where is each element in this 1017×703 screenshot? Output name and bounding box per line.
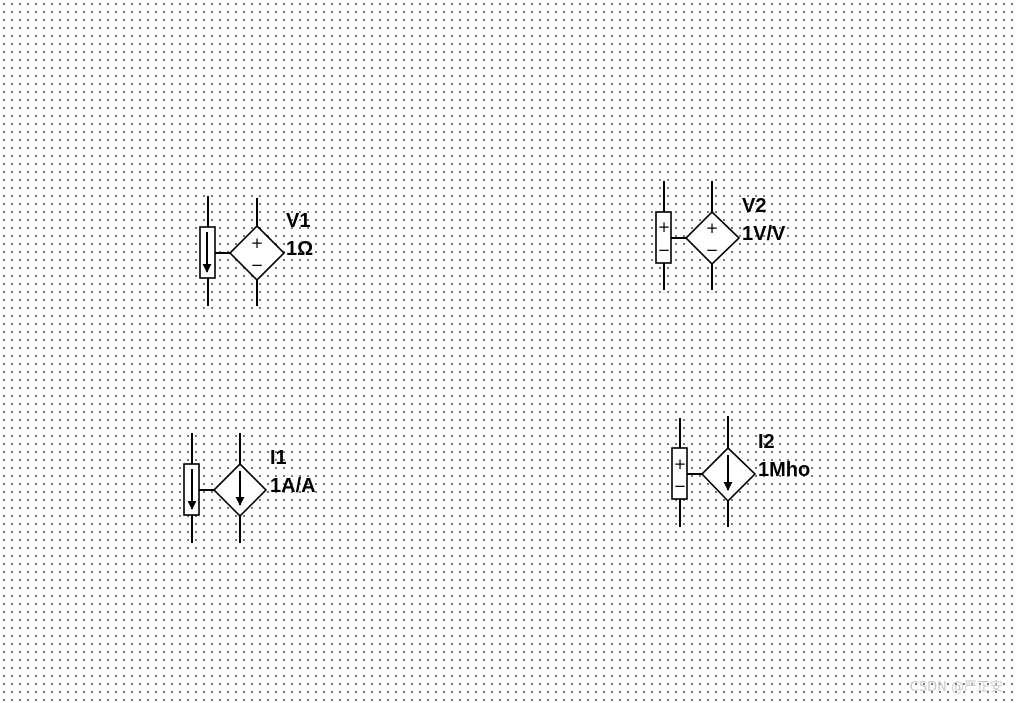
ccvs-symbol[interactable]: + − V1 1Ω: [199, 196, 313, 306]
current-sense-element: [183, 433, 200, 543]
cccs-symbol[interactable]: I1 1A/A: [183, 433, 316, 543]
vccs-value-label: 1Mho: [758, 459, 810, 481]
sense-minus-sign: −: [658, 241, 671, 259]
vccs-name-label: I2: [758, 431, 775, 453]
cccs-name-label: I1: [270, 447, 287, 469]
plus-sign: +: [251, 234, 264, 252]
minus-sign: −: [706, 241, 719, 259]
ccvs-name-label: V1: [286, 210, 310, 232]
current-sense-element: [199, 196, 216, 306]
cccs-value-label: 1A/A: [270, 475, 316, 497]
plus-sign: +: [706, 219, 719, 237]
minus-sign: −: [251, 256, 264, 274]
dependent-voltage-source: + −: [684, 181, 741, 290]
voltage-sense-element: + −: [671, 418, 688, 527]
dependent-voltage-source: + −: [228, 198, 286, 306]
sense-minus-sign: −: [674, 477, 687, 495]
sense-plus-sign: +: [674, 455, 687, 473]
dependent-current-source: [212, 433, 268, 543]
voltage-sense-element: + −: [655, 181, 672, 290]
vccs-symbol[interactable]: + − I2 1Mho: [671, 416, 810, 527]
ccvs-value-label: 1Ω: [286, 238, 313, 260]
sense-plus-sign: +: [658, 218, 671, 236]
dependent-current-source: [700, 416, 757, 527]
watermark-text: CSDN @严正安: [909, 680, 1003, 695]
vcvs-value-label: 1V/V: [742, 223, 786, 245]
vcvs-symbol[interactable]: + − + − V2 1V/V: [655, 181, 786, 290]
vcvs-name-label: V2: [742, 195, 766, 217]
